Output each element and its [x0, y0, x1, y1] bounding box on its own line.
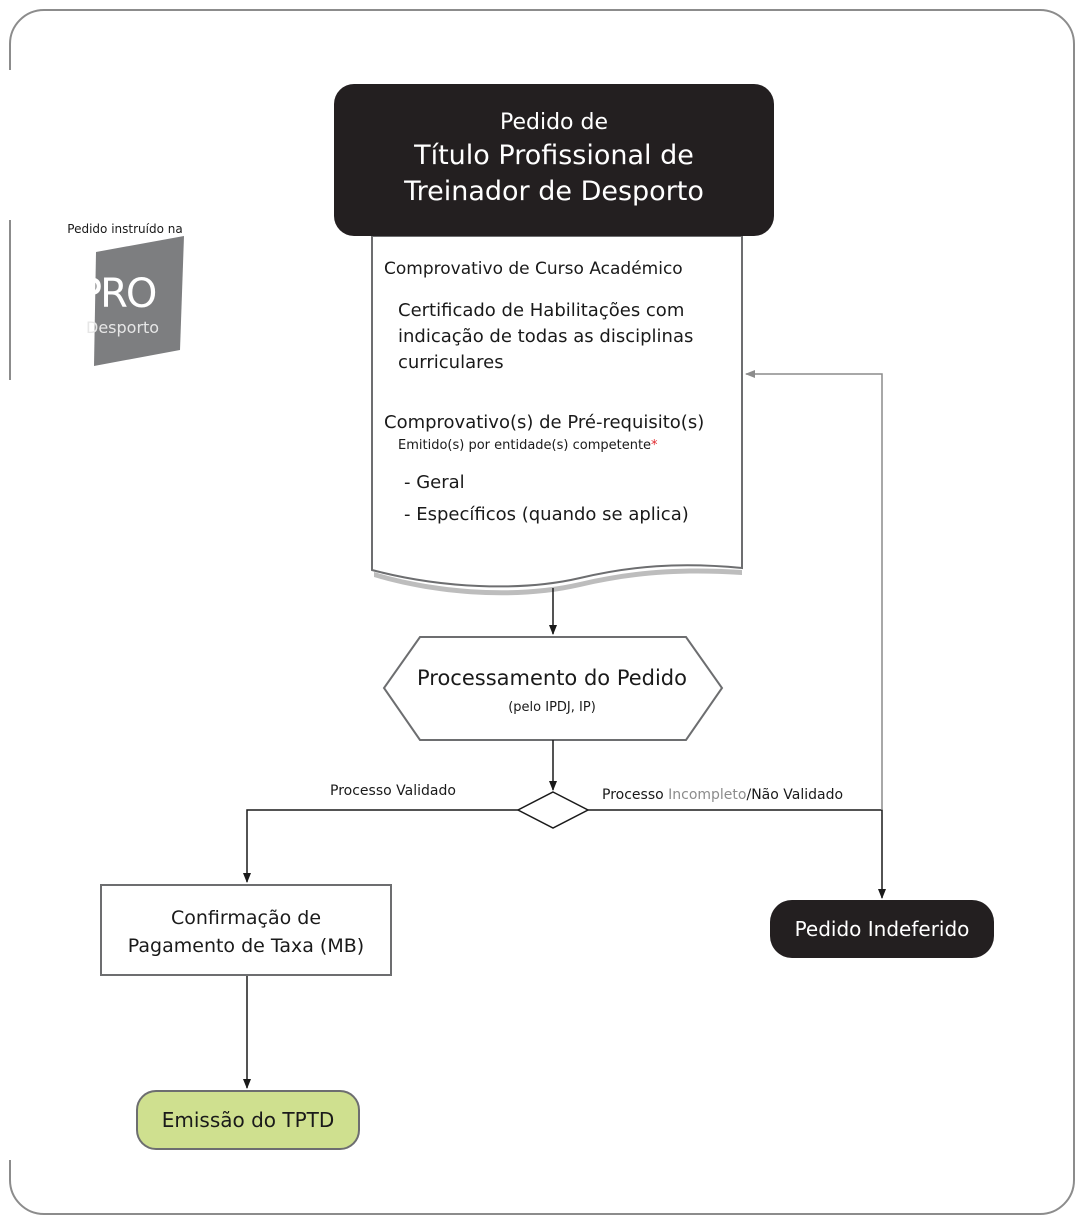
title-line-3: Treinador de Desporto [404, 176, 704, 207]
side-caption: Pedido instruído na [67, 222, 183, 236]
processing-title: Processamento do Pedido [416, 666, 687, 690]
title-line-1: Pedido de [499, 110, 608, 135]
confirmation-line-2: Pagamento de Taxa (MB) [127, 935, 365, 957]
emission-terminator: Emissão do TPTD [136, 1090, 360, 1150]
logo-shape [94, 236, 184, 366]
rejected-terminator: Pedido Indeferido [770, 900, 994, 958]
document-shape [371, 235, 743, 588]
confirmation-box: Confirmação de Pagamento de Taxa (MB) [100, 884, 392, 976]
doc-item-course: Comprovativo de Curso Académico [384, 259, 683, 279]
arrow-validated [243, 809, 518, 883]
prodesporto-logo: PRO Desporto [76, 236, 180, 366]
processing-hexagon [382, 636, 724, 741]
decision-diamond [516, 791, 590, 829]
doc-item-prerequisites: Comprovativo(s) de Pré-requisito(s) [384, 412, 705, 433]
arrow-return-to-document [745, 370, 883, 810]
label-not-validated-suffix: /Não Validado [746, 787, 844, 803]
label-not-validated-prefix: Processo [602, 787, 669, 803]
doc-item-certificate-line-3: curriculares [398, 352, 504, 373]
doc-bullet-general: - Geral [404, 472, 465, 493]
prerequisites-sub-text: Emitido(s) por entidade(s) competente [398, 438, 652, 453]
document-shadow [374, 568, 742, 596]
doc-item-prerequisites-sub: Emitido(s) por entidade(s) competente* [398, 438, 658, 454]
asterisk-mark: * [651, 438, 658, 453]
title-box: Pedido de Título Profissional de Treinad… [334, 84, 774, 236]
label-not-validated: Processo Incompleto/Não Validado [602, 787, 843, 803]
doc-item-certificate-line-1: Certificado de Habilitações com [398, 300, 685, 321]
frame-gap-top [4, 70, 18, 220]
logo-text-main: PRO [78, 271, 157, 317]
confirmation-line-1: Confirmação de [170, 907, 322, 929]
label-validated: Processo Validado [330, 783, 456, 799]
arrow-not-validated [588, 809, 886, 899]
doc-item-certificate-line-2: indicação de todas as disciplinas [398, 326, 694, 347]
frame-gap-bottom [4, 380, 18, 1160]
title-line-2: Título Profissional de [414, 140, 694, 171]
label-incomplete: Incompleto [668, 787, 747, 803]
processing-subtitle: (pelo IPDJ, IP) [508, 700, 596, 715]
logo-text-sub: Desporto [86, 318, 160, 337]
doc-bullet-specific: - Específicos (quando se aplica) [404, 504, 689, 525]
